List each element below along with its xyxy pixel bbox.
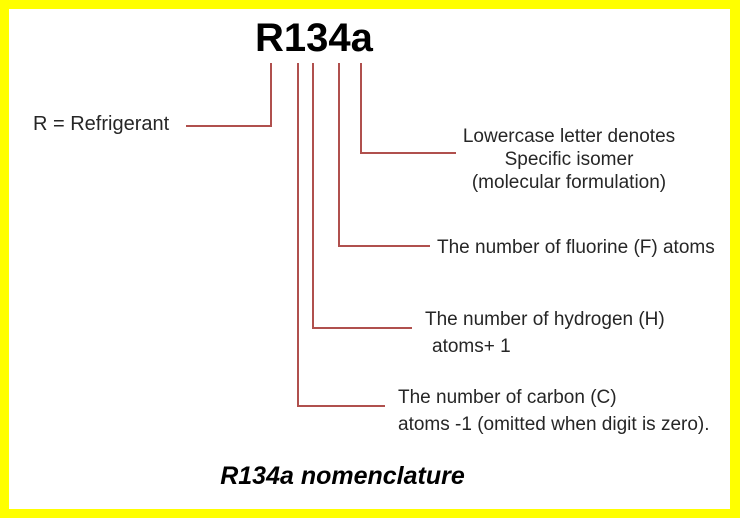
label-isomer-line2: Specific isomer [504,149,634,170]
connector-digit3-vertical [312,63,314,329]
label-hydrogen-line1: The number of hydrogen (H) [425,309,665,330]
connector-letter-a-horizontal [360,152,456,154]
diagram-title: R134a [255,16,373,60]
connector-r-horizontal [186,125,272,127]
diagram-caption: R134a nomenclature [220,462,465,490]
connector-digit1-horizontal [297,405,385,407]
label-refrigerant: R = Refrigerant [33,113,170,135]
connector-digit3-horizontal [312,327,412,329]
connector-digit4-vertical [338,63,340,247]
label-hydrogen-line2: atoms+ 1 [432,336,511,357]
connector-letter-a-vertical [360,63,362,154]
label-fluorine: The number of fluorine (F) atoms [437,237,715,258]
connector-r-vertical [270,63,272,127]
label-isomer-line3: (molecular formulation) [471,172,667,193]
connector-digit1-vertical [297,63,299,407]
diagram-canvas [9,9,730,509]
label-isomer-line1: Lowercase letter denotes [462,126,676,147]
connector-digit4-horizontal [338,245,430,247]
label-isomer: Lowercase letter denotes Specific isomer… [448,125,690,194]
label-carbon-line1: The number of carbon (C) [398,387,617,408]
label-hydrogen: The number of hydrogen (H) atoms+ 1 [425,306,665,360]
label-carbon: The number of carbon (C) atoms -1 (omitt… [398,384,710,438]
label-carbon-line2: atoms -1 (omitted when digit is zero). [398,414,710,435]
